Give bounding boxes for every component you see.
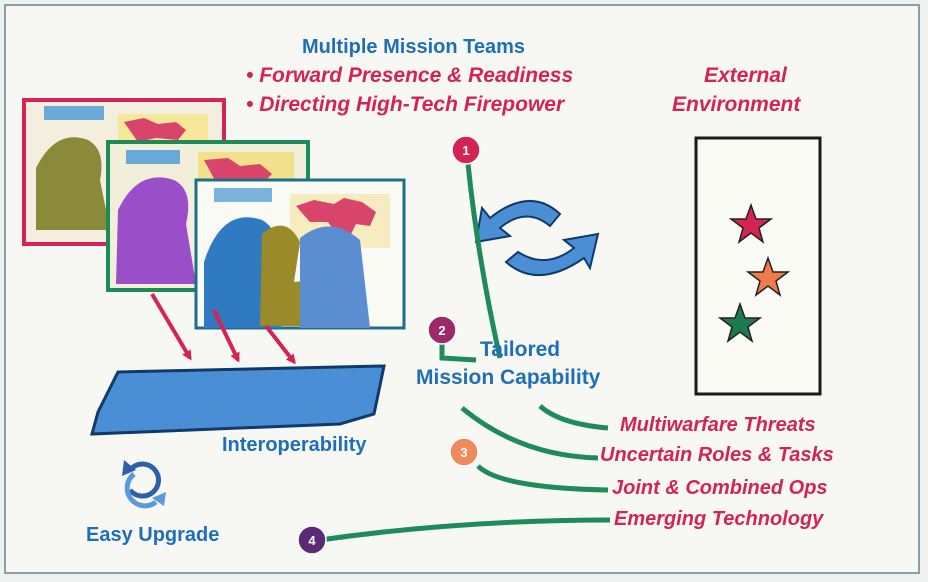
- svg-text:4: 4: [308, 533, 316, 548]
- connector-line-roles: [460, 406, 599, 461]
- external-label-line2: Environment: [672, 93, 801, 116]
- marker-4: 4: [297, 525, 327, 555]
- svg-text:1: 1: [462, 143, 469, 158]
- easy-upgrade-label: Easy Upgrade: [86, 524, 220, 546]
- title: Multiple Mission Teams: [302, 36, 525, 58]
- bullet-forward-presence: • Forward Presence & Readiness: [246, 64, 573, 88]
- interoperability-label: Interoperability: [222, 434, 367, 456]
- connector-line-1: [465, 163, 503, 359]
- refresh-icon: [122, 460, 166, 509]
- tailored-label-line2: Mission Capability: [416, 366, 601, 389]
- marker-3: 3: [449, 437, 479, 467]
- connector-line-threats: [538, 404, 609, 431]
- external-label-line1: External: [704, 64, 787, 87]
- bullet-high-tech-firepower: • Directing High-Tech Firepower: [246, 93, 564, 117]
- svg-text:3: 3: [460, 445, 467, 460]
- external-environment-box: [694, 136, 822, 396]
- factor-emerging-technology: Emerging Technology: [614, 508, 824, 530]
- marker-1: 1: [451, 135, 481, 165]
- factor-uncertain-roles: Uncertain Roles & Tasks: [600, 444, 834, 466]
- star-orange-icon: [745, 255, 791, 297]
- arrow-down-1: [150, 292, 192, 361]
- bullet-mark: •: [246, 93, 254, 116]
- connector-line-technology: [319, 517, 611, 543]
- bullet-mark: •: [246, 64, 254, 87]
- tailored-label-line1: Tailored: [480, 338, 561, 361]
- arrow-down-2: [212, 309, 240, 363]
- factor-multiwarfare-threats: Multiwarfare Threats: [620, 414, 816, 436]
- arrow-down-3: [264, 324, 296, 365]
- interoperability-platform: [90, 364, 386, 436]
- marker-2: 2: [427, 315, 457, 345]
- connector-line-joint: [476, 464, 609, 493]
- svg-text:2: 2: [438, 323, 445, 338]
- bullet-text: Forward Presence & Readiness: [259, 64, 574, 87]
- bullet-text: Directing High-Tech Firepower: [259, 93, 565, 116]
- star-green-icon: [717, 301, 763, 343]
- cycle-arrows: [474, 200, 600, 276]
- team-screen-3: [194, 178, 406, 330]
- connector-line-2: [439, 340, 477, 363]
- star-magenta-icon: [728, 202, 774, 244]
- factor-joint-combined-ops: Joint & Combined Ops: [612, 477, 828, 499]
